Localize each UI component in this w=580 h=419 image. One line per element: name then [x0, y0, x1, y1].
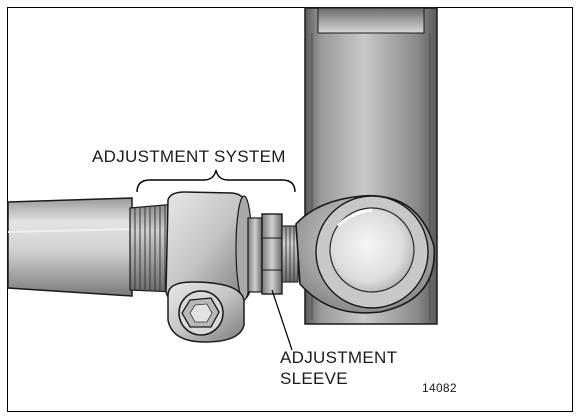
- adjustment-system-label: ADJUSTMENT SYSTEM: [92, 147, 286, 166]
- adjustment-sleeve-label-line1: ADJUSTMENT: [280, 348, 398, 367]
- adjustment-clamp: [165, 191, 253, 343]
- threaded-section: [129, 203, 177, 293]
- figure-number: 14082: [422, 381, 457, 395]
- tie-rod-tube: [7, 197, 133, 297]
- adjustment-sleeve-label-line2: SLEEVE: [280, 369, 348, 388]
- rod-end-eye: [295, 194, 436, 314]
- adjustment-system-brace: [136, 169, 296, 193]
- ball-joint: [329, 207, 415, 293]
- sleeve-leader-line: [271, 289, 293, 351]
- adjustment-sleeve-parts: [247, 213, 299, 295]
